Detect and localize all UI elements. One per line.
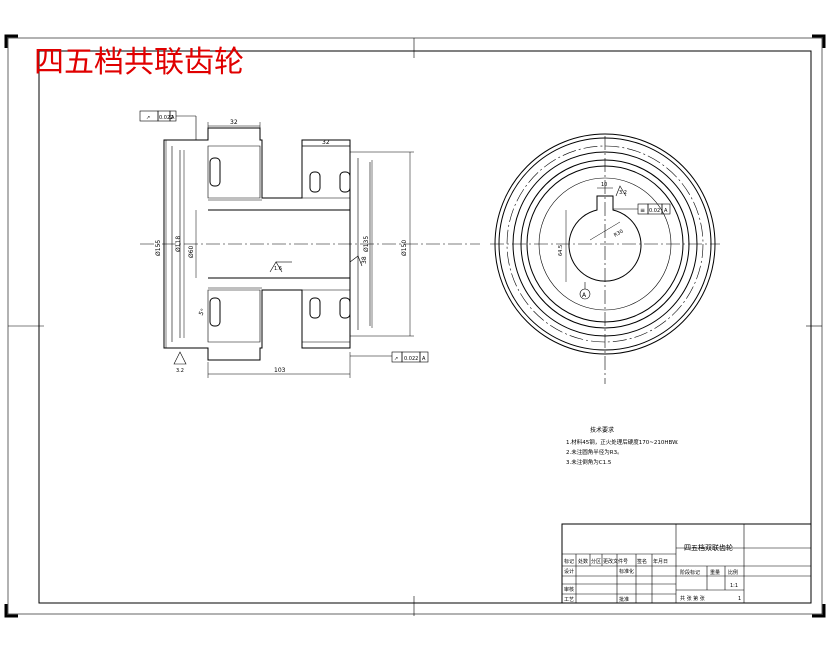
tb-mark: 标记 bbox=[564, 558, 574, 565]
tech-req-line-1: 1.材料45钢，正火处理后硬度170~210HBW. bbox=[566, 438, 679, 446]
tb-scale-value: 1:1 bbox=[730, 583, 738, 589]
dim-left-hub: 32 bbox=[230, 119, 238, 126]
tech-req-line-3: 3.未注倒角为C1.5 bbox=[566, 458, 612, 466]
tb-scale: 比例 bbox=[728, 569, 738, 576]
dim-hub-left: Ø118 bbox=[175, 236, 182, 252]
section-view: 32 32 103 Ø155 Ø118 Ø60 Ø135 Ø150 38 5° … bbox=[139, 110, 480, 378]
trim-marks bbox=[4, 34, 826, 618]
svg-text:≡: ≡ bbox=[640, 207, 645, 214]
tb-review: 审核 bbox=[564, 586, 574, 593]
dim-overall-length: 103 bbox=[274, 367, 286, 374]
dim-right-hub: 32 bbox=[322, 139, 330, 146]
tb-approve: 批准 bbox=[619, 596, 629, 603]
tech-req-line-2: 2.未注圆角半径为R3。 bbox=[566, 448, 623, 456]
datum-marker: A bbox=[582, 292, 587, 299]
tb-change-doc: 更改文件号 bbox=[603, 558, 628, 565]
roughness-bore: 1.6 bbox=[274, 266, 282, 272]
outer-frame bbox=[7, 37, 823, 615]
tb-date: 年月日 bbox=[653, 558, 668, 565]
datum-bottom: A bbox=[422, 356, 426, 362]
dim-right: 38 bbox=[361, 256, 368, 264]
technical-requirements: 技术要求 1.材料45钢，正火处理后硬度170~210HBW. 2.未注圆角半径… bbox=[566, 426, 679, 466]
chamfer-label: 5° bbox=[198, 308, 207, 317]
title-block: 四五档双联齿轮 标记 处数 分区 更改文件号 签名 年月日 设计 标准化 审核 … bbox=[561, 523, 812, 604]
dim-gear-od: Ø155 bbox=[155, 240, 162, 256]
tb-count: 处数 bbox=[578, 558, 588, 565]
dim-outer: Ø150 bbox=[401, 240, 408, 256]
tb-standard: 标准化 bbox=[619, 568, 634, 575]
tb-sheet-no: 1 bbox=[738, 596, 741, 602]
hatch-bottom-right bbox=[301, 289, 351, 343]
dim-keyway-width: 10 bbox=[601, 182, 607, 188]
dim-bore-radius: R30 bbox=[613, 229, 625, 239]
tb-design: 设计 bbox=[564, 568, 574, 575]
centering-marks bbox=[8, 38, 822, 616]
part-name: 四五档双联齿轮 bbox=[684, 543, 733, 552]
tb-sheets: 共 张 第 张 bbox=[680, 595, 705, 602]
dim-keyway-depth: 64.5 bbox=[558, 245, 564, 256]
hatch-bottom-left bbox=[207, 289, 261, 343]
tb-stage: 阶段标记 bbox=[680, 569, 700, 576]
end-view: 10 64.5 R30 3.2 ≡ 0.02 A A bbox=[490, 133, 720, 384]
svg-text:↗: ↗ bbox=[146, 115, 150, 121]
drawing-title: 四五档共联齿轮 bbox=[34, 45, 244, 80]
runout-top: 0.022 bbox=[159, 115, 173, 121]
svg-text:↗: ↗ bbox=[394, 356, 398, 362]
datum-top: A bbox=[171, 115, 175, 121]
datum-right: A bbox=[664, 208, 668, 214]
inner-frame bbox=[38, 50, 812, 604]
symmetry-tolerance: 0.02 bbox=[649, 208, 660, 214]
bore-keyway bbox=[568, 195, 642, 282]
tb-weight: 重量 bbox=[710, 569, 720, 576]
runout-bottom: 0.022 bbox=[404, 356, 418, 362]
dim-tooth: Ø135 bbox=[363, 236, 370, 252]
roughness-keyway: 3.2 bbox=[619, 190, 627, 196]
dim-bore: Ø60 bbox=[188, 245, 195, 258]
tb-sign: 签名 bbox=[637, 558, 647, 565]
tb-process: 工艺 bbox=[564, 597, 574, 603]
hatch-top-left bbox=[207, 145, 261, 199]
roughness-bottom: 3.2 bbox=[176, 368, 184, 374]
tb-zone: 分区 bbox=[591, 558, 601, 565]
tech-req-heading: 技术要求 bbox=[590, 426, 614, 434]
